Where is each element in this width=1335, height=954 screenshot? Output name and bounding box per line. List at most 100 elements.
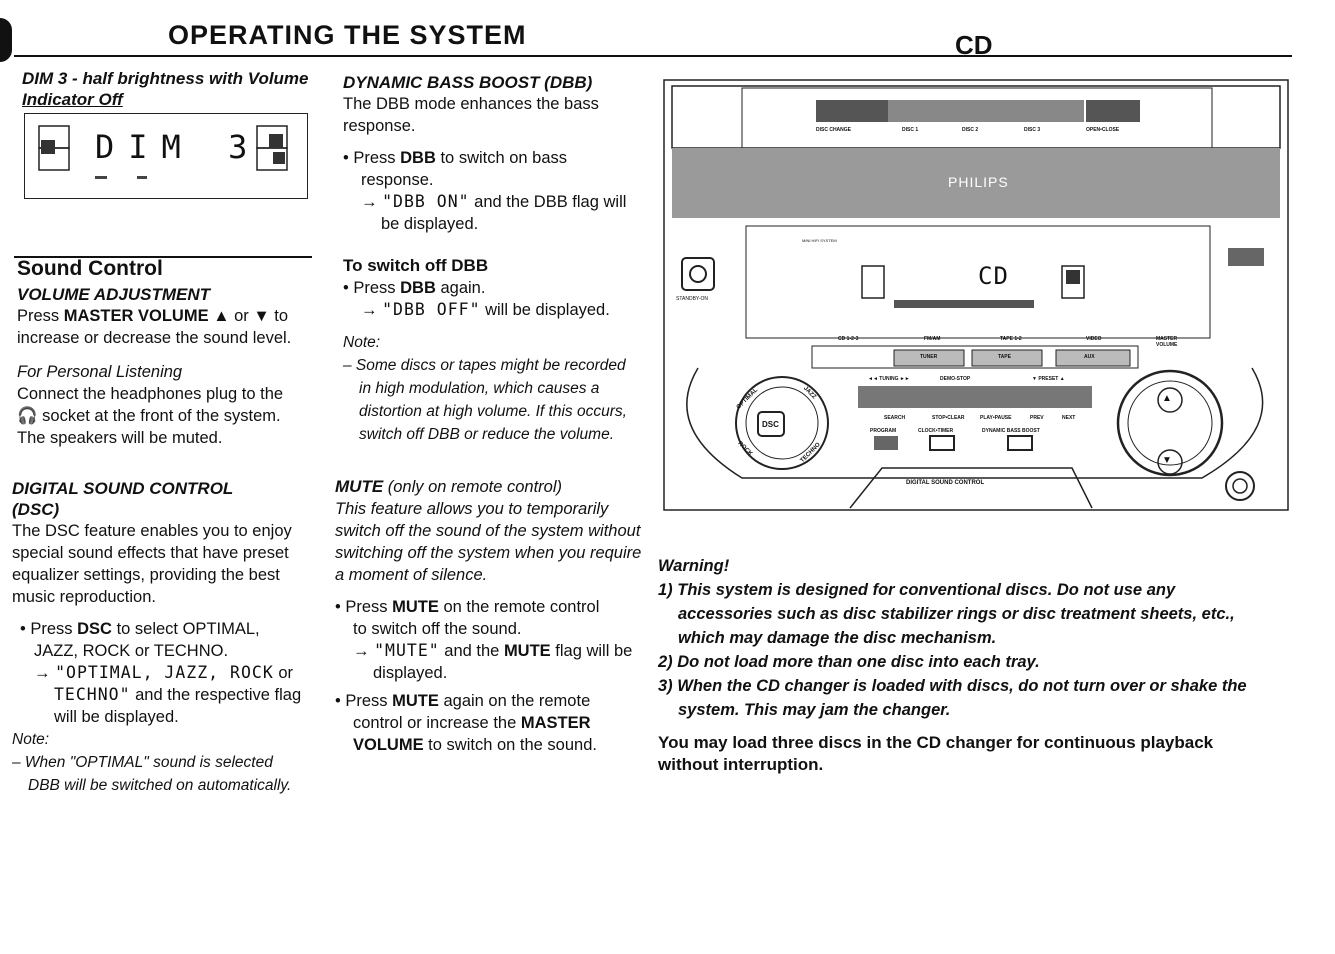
dsc-note-1: – When "OPTIMAL" sound is selected (12, 754, 273, 771)
dsc-bullet-line-1: • Press DSC to select OPTIMAL, (20, 620, 260, 638)
dsc-text-1: The DSC feature enables you to enjoy (12, 522, 292, 540)
dsc-text-2: special sound effects that have preset (12, 544, 289, 562)
warning-3b: system. This may jam the changer. (678, 701, 951, 719)
off-display-text: will be displayed. (480, 301, 610, 319)
off-bullet-text: again. (435, 279, 486, 297)
personal-text-2: 🎧 socket at the front of the system. (17, 405, 322, 427)
dbb-label: DYNAMIC BASS BOOST (982, 428, 1040, 434)
mute-text-3: switching off the system when you requir… (335, 544, 642, 562)
mute-b1-line-3: → "MUTE" and the MUTE flag will be (335, 640, 645, 662)
warning-2: 2) Do not load more than one disc into e… (658, 653, 1040, 671)
warning-3a: 3) When the CD changer is loaded with di… (658, 677, 1247, 695)
dsc-bullet-line-3: → "OPTIMAL, JAZZ, ROCK or (20, 662, 322, 684)
dsc-section: DIGITAL SOUND CONTROL (DSC) The DSC feat… (12, 478, 322, 797)
mute-b1-line-2: to switch off the sound. (353, 620, 522, 638)
digital-sound-control-label: DIGITAL SOUND CONTROL (906, 480, 985, 486)
disc3-label: DISC 3 (1024, 127, 1041, 133)
cd-display-text: CD (978, 262, 1009, 290)
master-volume-label: MASTER VOLUME (1156, 336, 1178, 348)
play-pause-label: PLAY•PAUSE (980, 415, 1012, 421)
dbb-bullet-line-4: be displayed. (381, 215, 479, 233)
volume-text-1: Press MASTER VOLUME ▲ or ▼ to (17, 305, 322, 327)
press-text: Press (30, 620, 78, 638)
mute-heading-line: MUTE (only on remote control) (335, 476, 645, 498)
dim-heading-line-1: DIM 3 - half brightness with Volume (22, 69, 309, 88)
device-front-panel-illustration: DISC CHANGE DISC 1 DISC 2 DISC 3 OPEN•CL… (662, 78, 1290, 514)
dbb-off-lcd: "DBB OFF" (382, 300, 481, 319)
mute-key: MUTE (503, 642, 551, 660)
dbb-bullet-line-1: • Press DBB to switch on bass (343, 149, 568, 167)
sound-control-title: Sound Control (17, 257, 163, 280)
tuning-label: ◄◄ TUNING ►► (868, 376, 910, 382)
display-icons (38, 125, 288, 179)
mute-key: MUTE (392, 692, 439, 710)
dsc-button-label: DSC (762, 420, 779, 429)
dsc-note-2: DBB will be switched on automatically. (28, 777, 292, 794)
dim-heading-line-2: Indicator Off (22, 90, 123, 109)
dbb-section: DYNAMIC BASS BOOST (DBB) The DBB mode en… (343, 72, 643, 446)
mini-hifi-label: MINI HIFI SYSTEM (802, 238, 837, 243)
warning-1a: 1) This system is designed for conventio… (658, 581, 1176, 599)
volume-down-icon: ▼ (1162, 455, 1172, 466)
mute-bullet-1: • Press MUTE on the remote control to sw… (335, 596, 645, 684)
dbb-note-1: – Some discs or tapes might be recorded (343, 357, 626, 374)
switch-off-heading: To switch off DBB (343, 256, 489, 275)
mute-lcd: "MUTE" (374, 641, 440, 660)
dbb-text-1: The DBB mode enhances the bass (343, 95, 599, 113)
demo-stop-label: DEMO-STOP (940, 376, 971, 382)
mute-b1-text: on the remote control (438, 598, 600, 616)
page-tab-mark (0, 18, 12, 62)
video-label: VIDEO (1086, 336, 1102, 342)
dsc-bullet: • Press DSC to select OPTIMAL, JAZZ, ROC… (12, 618, 322, 728)
mute-b2-text: again on the remote (438, 692, 591, 710)
volume-up-icon: ▲ (1162, 393, 1172, 404)
dbb-key: DBB (400, 149, 436, 167)
dbb-bullet-text: to switch on bass (435, 149, 568, 167)
volume-key: VOLUME (353, 736, 424, 754)
stop-clear-label: STOP•CLEAR (932, 415, 965, 421)
warning-1c: which may damage the disc mechanism. (678, 629, 997, 647)
tape-source-label: TAPE 1•2 (1000, 336, 1022, 342)
mute-text-2: switch off the sound of the system witho… (335, 522, 641, 540)
mute-b1-line-4: displayed. (373, 664, 448, 682)
dbb-note-2: in high modulation, which causes a (359, 380, 600, 397)
header-rule (14, 55, 1292, 57)
mute-b1-line-1: • Press MUTE on the remote control (335, 598, 600, 616)
press-text: Press (353, 149, 401, 167)
mute-text-4: a moment of silence. (335, 566, 488, 584)
volume-text-2: increase or decrease the sound level. (17, 329, 292, 347)
mute-section: MUTE (only on remote control) This featu… (335, 476, 645, 756)
load-text-1: You may load three discs in the CD chang… (658, 733, 1214, 752)
mute-heading-sub: (only on remote control) (383, 478, 562, 496)
dsc-lcd-text-2: TECHNO" (54, 685, 131, 704)
dbb-heading: DYNAMIC BASS BOOST (DBB) (343, 73, 593, 92)
press-text: Press (17, 307, 64, 325)
personal-text-3: The speakers will be muted. (17, 429, 223, 447)
mute-flag-text: flag will be (550, 642, 633, 660)
disc2-label: DISC 2 (962, 127, 979, 133)
mute-and-text: and the (439, 642, 504, 660)
mute-key: MUTE (392, 598, 439, 616)
aux-button: AUX (1084, 354, 1095, 360)
section-rule (14, 256, 312, 258)
personal-text-1: Connect the headphones plug to the (17, 385, 284, 403)
personal-text-2-body: socket at the front of the system. (42, 407, 281, 425)
disc-change-label: DISC CHANGE (816, 127, 852, 133)
warning-label: Warning! (658, 557, 730, 575)
cd-source-label: CD 1•2•3 (838, 336, 859, 342)
dbb-note-label: Note: (343, 334, 381, 351)
master-key: MASTER (520, 714, 591, 732)
dim-heading: DIM 3 - half brightness with Volume Indi… (22, 68, 322, 110)
page-title: OPERATING THE SYSTEM (168, 20, 527, 50)
volume-heading: VOLUME ADJUSTMENT (17, 285, 210, 304)
off-bullet-line-1: • Press DBB again. (343, 279, 486, 297)
clock-timer-label: CLOCK•TIMER (918, 428, 954, 434)
press-text: Press (353, 279, 401, 297)
load-text-2: without interruption. (658, 755, 824, 774)
arrow: → (34, 664, 56, 682)
open-close-label: OPEN•CLOSE (1086, 127, 1120, 133)
dsc-heading-1: DIGITAL SOUND CONTROL (12, 479, 234, 498)
dsc-lcd-text: "OPTIMAL, JAZZ, ROCK (55, 663, 274, 682)
search-label: SEARCH (884, 415, 906, 421)
off-bullet-line-2: → "DBB OFF" will be displayed. (343, 299, 643, 321)
